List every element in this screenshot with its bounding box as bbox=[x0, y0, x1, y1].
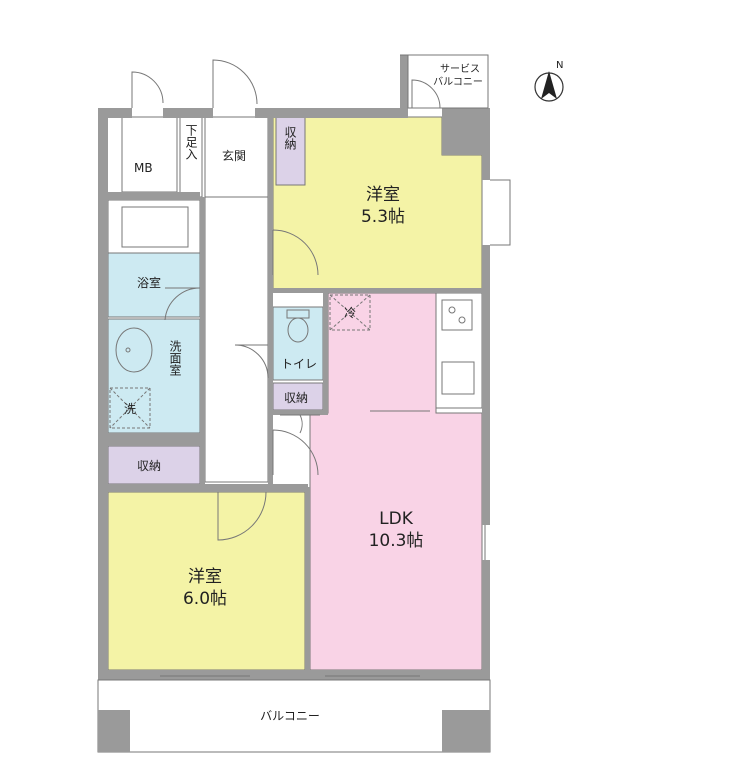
door-toilet bbox=[234, 344, 269, 379]
wash-room bbox=[107, 318, 201, 434]
wall-bottom bbox=[98, 670, 490, 680]
label-mb: MB bbox=[134, 161, 153, 175]
label-washer: 洗 bbox=[124, 402, 136, 416]
label-western2-name: 洋室 bbox=[188, 567, 222, 587]
kitchen-counter bbox=[435, 292, 483, 409]
bay-window bbox=[490, 179, 511, 246]
balcony-pillar-left bbox=[98, 710, 130, 752]
wall-service-left bbox=[400, 55, 408, 118]
door-mb bbox=[131, 71, 164, 108]
wall-left bbox=[98, 108, 108, 680]
kitchen-sink bbox=[441, 361, 475, 395]
wall-inner-h6 bbox=[268, 410, 328, 415]
wall-inner-v2 bbox=[268, 117, 273, 487]
door-service-balcony bbox=[411, 79, 441, 109]
wall-top-mid bbox=[122, 108, 132, 118]
door-storage-mid bbox=[280, 414, 320, 434]
wall-right-mid bbox=[482, 245, 490, 525]
wall-inner-h1 bbox=[108, 192, 200, 200]
label-storage-mid: 収納 bbox=[284, 391, 308, 405]
label-bath: 浴室 bbox=[137, 275, 161, 290]
corridor bbox=[204, 196, 269, 483]
washer-space bbox=[109, 387, 151, 429]
label-western1-name: 洋室 bbox=[366, 185, 400, 205]
wall-top-left bbox=[98, 108, 122, 118]
door-bath bbox=[164, 287, 201, 321]
label-service-balcony-2: バルコニー bbox=[433, 76, 483, 88]
wall-inner-h4 bbox=[108, 484, 308, 492]
label-western1-size: 5.3帖 bbox=[361, 207, 405, 227]
door-entrance bbox=[212, 59, 258, 108]
label-fridge: 冷 bbox=[344, 306, 356, 320]
storage-mid bbox=[272, 382, 324, 411]
label-western2-size: 6.0帖 bbox=[183, 589, 227, 609]
wall-right-lower bbox=[482, 560, 490, 680]
balcony-pillar-right bbox=[442, 710, 490, 752]
wall-inner-h5 bbox=[323, 293, 328, 413]
label-storage-top: 収納 bbox=[283, 126, 297, 150]
western-room-2 bbox=[107, 491, 306, 671]
mb-space bbox=[121, 116, 178, 193]
door-western1 bbox=[272, 229, 319, 276]
label-toilet: トイレ bbox=[281, 357, 317, 371]
bathtub bbox=[121, 206, 189, 248]
label-ldk-size: 10.3帖 bbox=[369, 531, 424, 551]
wall-inner-h2 bbox=[108, 433, 205, 446]
compass-north-label: N bbox=[556, 60, 563, 71]
label-ldk-name: LDK bbox=[379, 509, 414, 529]
wall-top-mid2 bbox=[163, 108, 213, 118]
toilet-room bbox=[272, 306, 324, 381]
fridge-space bbox=[329, 294, 371, 331]
compass-icon: N bbox=[534, 60, 564, 102]
label-service-balcony: サービス bbox=[440, 63, 480, 75]
wall-inner-v1 bbox=[200, 197, 205, 487]
label-storage-left: 収納 bbox=[137, 459, 161, 473]
label-balcony: バルコニー bbox=[260, 709, 320, 723]
door-western2 bbox=[217, 491, 267, 541]
label-shoe-box: 下足入 bbox=[184, 124, 198, 160]
wall-top-right-corner bbox=[442, 108, 490, 155]
label-entrance: 玄関 bbox=[222, 148, 246, 163]
wall-top-mid3 bbox=[255, 108, 405, 118]
wall-inner-v3 bbox=[305, 487, 310, 670]
wall-right-upper bbox=[482, 155, 490, 180]
wall-inner-h3 bbox=[273, 288, 482, 293]
label-wash: 洗面室 bbox=[168, 340, 182, 376]
washbasin bbox=[115, 327, 153, 373]
door-ldk bbox=[272, 429, 319, 476]
stove bbox=[441, 299, 473, 331]
